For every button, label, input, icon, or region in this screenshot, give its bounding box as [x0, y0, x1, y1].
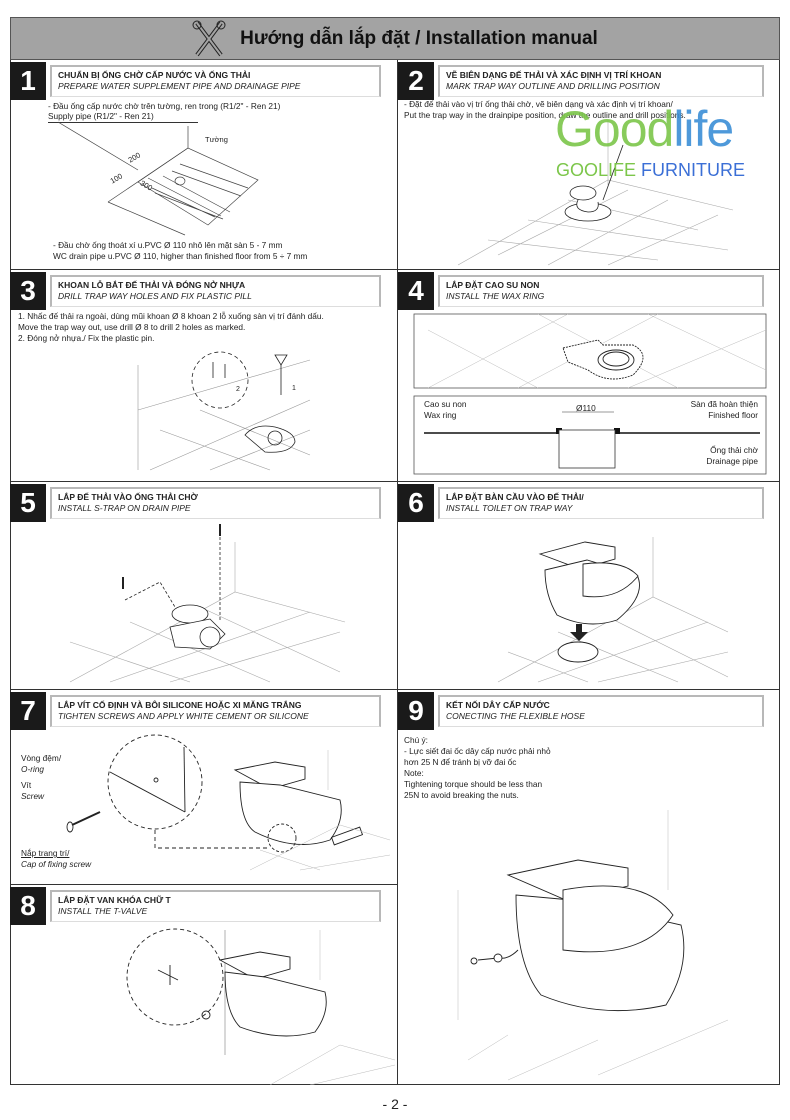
s-trap-illustration	[69, 524, 346, 683]
t-valve-illustration	[126, 928, 396, 1085]
title-en: INSTALL TOILET ON TRAP WAY	[446, 503, 573, 513]
note-line: - Lực siết đai ốc dây cấp nước phải nhỏ	[404, 746, 551, 756]
flexible-hose-illustration	[457, 810, 729, 1081]
title-en: DRILL TRAP WAY HOLES AND FIX PLASTIC PIL…	[58, 291, 252, 301]
floor-label-vi: Sàn đã hoàn thiện	[690, 399, 758, 409]
wrench-screwdriver-icon	[192, 20, 226, 56]
step-6: 6 LẮP ĐẶT BÀN CẦU VÀO ĐẾ THẢI/INSTALL TO…	[398, 482, 780, 690]
title-vi: CHUẨN BỊ ỐNG CHỜ CẤP NƯỚC VÀ ỐNG THẢI	[58, 70, 251, 80]
label-2: 2	[236, 386, 240, 393]
title-vi: LẮP ĐẾ THẢI VÀO ỐNG THẢI CHỜ	[58, 492, 198, 502]
title-en: CONECTING THE FLEXIBLE HOSE	[446, 711, 585, 721]
page-header: Hướng dẫn lắp đặt / Installation manual	[10, 17, 780, 60]
screw-label-en: Screw	[21, 791, 45, 801]
drain-note-en: WC drain pipe u.PVC Ø 110, higher than f…	[53, 251, 308, 261]
title-en: INSTALL THE T-VALVE	[58, 906, 148, 916]
screw-silicone-illustration	[66, 734, 391, 871]
step-number: 3	[10, 272, 46, 310]
toilet-on-trap-illustration	[497, 537, 729, 683]
drain-note: - Đầu chờ ống thoát xí u.PVC Ø 110 nhô l…	[53, 240, 283, 250]
title-en: TIGHTEN SCREWS AND APPLY WHITE CEMENT OR…	[58, 711, 309, 721]
step-number: 1	[10, 62, 46, 100]
pipe-label-vi: Ống thải chờ	[710, 445, 758, 455]
oring-label-vi: Vòng đệm/	[21, 753, 62, 763]
step-number: 6	[398, 484, 434, 522]
title-vi: LẮP ĐẶT CAO SU NON	[446, 280, 540, 290]
note-heading-en: Note:	[404, 768, 424, 778]
title-en: PREPARE WATER SUPPLEMENT PIPE AND DRAINA…	[58, 81, 301, 91]
step-title: LẮP VÍT CỐ ĐỊNH VÀ BÔI SILICONE HOẶC XI …	[50, 695, 381, 727]
step-2: 2 VẼ BIÊN DẠNG ĐẾ THẢI VÀ XÁC ĐỊNH VỊ TR…	[398, 60, 780, 270]
trap-note-en: Put the trap way in the drainpipe positi…	[404, 110, 686, 120]
title-en: INSTALL THE WAX RING	[446, 291, 545, 301]
drill-step-1: 1. Nhấc đế thải ra ngoài, dùng mũi khoan…	[18, 311, 324, 321]
title-vi: KẾT NỐI DÂY CẤP NƯỚC	[446, 700, 550, 710]
drill-step-1-en: Move the trap way out, use drill Ø 8 to …	[18, 322, 246, 332]
step-number: 5	[10, 484, 46, 522]
step-number: 8	[10, 887, 46, 925]
supply-note-en: Supply pipe (R1/2" - Ren 21)	[48, 111, 198, 123]
wax-ring-label-en: Wax ring	[424, 410, 457, 420]
floor-grid-illustration	[57, 121, 259, 236]
wax-ring-illustration	[413, 313, 767, 475]
pipe-label-en: Drainage pipe	[706, 456, 758, 466]
drill-illustration	[137, 351, 311, 471]
oring-label-en: O-ring	[21, 764, 45, 774]
title-vi: LẮP ĐẶT BÀN CẦU VÀO ĐẾ THẢI/	[446, 492, 584, 502]
page-title: Hướng dẫn lắp đặt / Installation manual	[240, 27, 598, 49]
step-number: 2	[398, 62, 434, 100]
supply-note: - Đầu ống cấp nước chờ trên tường, ren t…	[48, 101, 281, 111]
goodlife-watermark: Goodlife	[555, 101, 734, 157]
trap-outline-illustration	[457, 120, 734, 266]
note-line: hơn 25 N để tránh bị vỡ đai ốc	[404, 757, 517, 767]
title-en: INSTALL S-TRAP ON DRAIN PIPE	[58, 503, 191, 513]
wax-ring-label-vi: Cao su non	[424, 399, 467, 409]
page-number: - 2 -	[382, 1096, 408, 1112]
title-vi: LẮP VÍT CỐ ĐỊNH VÀ BÔI SILICONE HOẶC XI …	[58, 700, 302, 710]
note-line: Tightening torque should be less than	[404, 779, 543, 789]
floor-label-en: Finished floor	[708, 410, 758, 420]
screw-label-vi: Vít	[21, 780, 32, 790]
step-number: 4	[398, 272, 434, 310]
title-vi: LẮP ĐẶT VAN KHÓA CHỮ T	[58, 895, 171, 905]
note-line: 25N to avoid breaking the nuts.	[404, 790, 519, 800]
step-title: LẮP ĐẶT BÀN CẦU VÀO ĐẾ THẢI/INSTALL TOIL…	[438, 487, 764, 519]
wall-label: Tường	[205, 135, 228, 144]
title-vi: VẼ BIÊN DẠNG ĐẾ THẢI VÀ XÁC ĐỊNH VỊ TRÍ …	[446, 70, 662, 80]
step-number: 7	[10, 692, 46, 730]
note-heading-vi: Chú ý:	[404, 735, 428, 745]
title-vi: KHOAN LỖ BẮT ĐẾ THẢI VÀ ĐÓNG NỞ NHỰA	[58, 280, 246, 290]
cap-label-vi: Nắp trang trí/	[21, 848, 70, 858]
title-en: MARK TRAP WAY OUTLINE AND DRILLING POSIT…	[446, 81, 660, 91]
diameter-label: Ø110	[576, 403, 596, 413]
cap-label-en: Cap of fixing screw	[21, 859, 92, 869]
drill-step-2: 2. Đóng nở nhựa./ Fix the plastic pin.	[18, 333, 155, 343]
step-7: 7 LẮP VÍT CỐ ĐỊNH VÀ BÔI SILICONE HOẶC X…	[10, 690, 398, 885]
label-1: 1	[292, 385, 296, 392]
trap-note: - Đặt đế thải vào vị trí ống thải chờ, v…	[404, 99, 673, 109]
step-title: VẼ BIÊN DẠNG ĐẾ THẢI VÀ XÁC ĐỊNH VỊ TRÍ …	[438, 65, 764, 97]
goodlife-brand-watermark: GOOLIFE FURNITURE	[556, 160, 746, 180]
step-number: 9	[398, 692, 434, 730]
manual-frame	[10, 60, 780, 1085]
